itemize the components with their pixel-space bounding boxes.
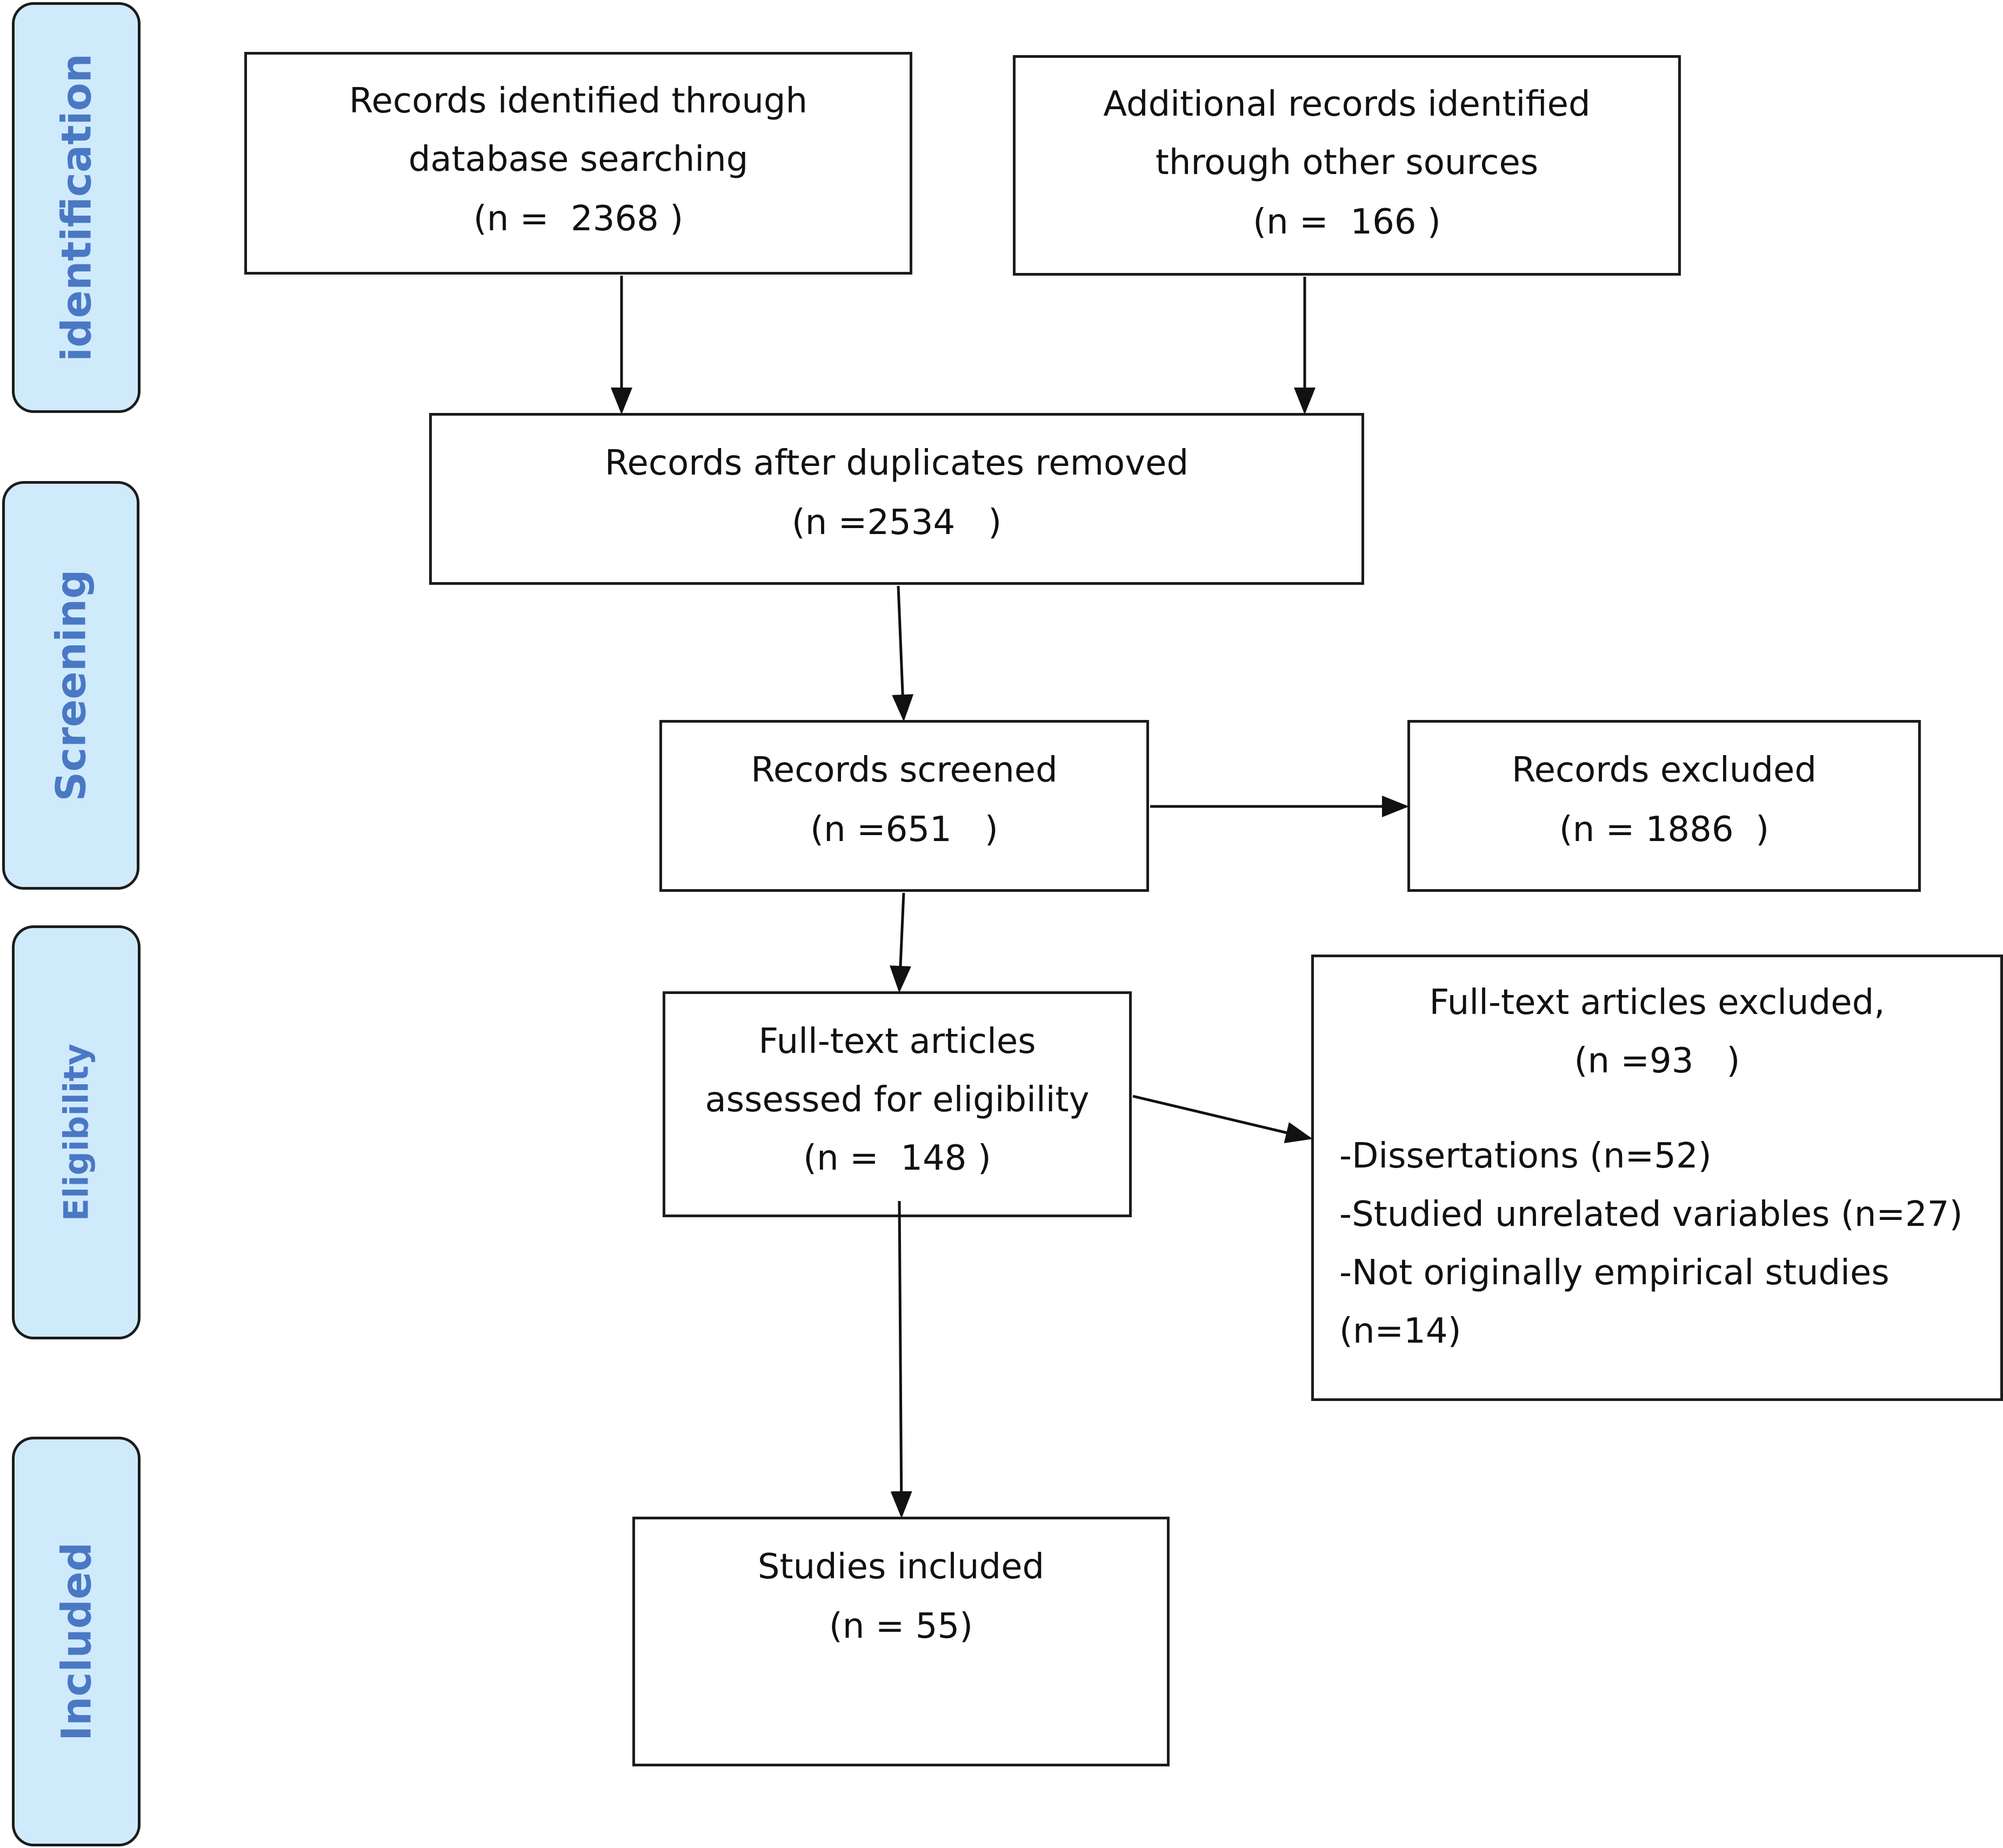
box-duplicates-removed-text: Records after duplicates removed (n =253…	[429, 413, 1364, 585]
fulltext-assessed-count: (n = 148 )	[803, 1138, 991, 1178]
phase-screening: Screening	[2, 481, 139, 890]
included-count: (n = 55)	[829, 1606, 973, 1646]
phase-eligibility: Eligibility	[12, 925, 141, 1339]
box-database-search	[244, 52, 912, 275]
duplicates-count: (n =2534 )	[791, 503, 1002, 543]
arrow-screened-to-fulltext	[890, 892, 911, 993]
box-fulltext-assessed	[663, 991, 1132, 1217]
included-line1: Studies included	[757, 1547, 1045, 1587]
exclusion-reason: -Studied unrelated variables (n=27)	[1339, 1195, 1963, 1235]
box-studies-included-text: Studies included (n = 55)	[632, 1517, 1170, 1766]
phase-included: Included	[12, 1437, 141, 1846]
box-fulltext-excluded-text: Full-text articles excluded, (n =93 ) -D…	[1311, 955, 2003, 1401]
fulltext-assessed-line2: assessed for eligibility	[705, 1080, 1090, 1120]
other-sources-count: (n = 166 )	[1253, 202, 1441, 242]
database-count-text: (n = 2368 )	[473, 199, 684, 239]
arrow-duplicates-to-screened	[892, 585, 914, 722]
phase-identification: identification	[12, 2, 141, 413]
excluded-count: (n = 1886 )	[1559, 810, 1770, 850]
arrow-fulltext-to-excluded	[1132, 1095, 1313, 1144]
database-line2-text: database searching	[408, 139, 749, 179]
fulltext-excluded-line1: Full-text articles excluded,	[1429, 983, 1885, 1023]
other-sources-line1: Additional records identified	[1103, 84, 1591, 124]
box-other-sources	[1013, 55, 1681, 276]
exclusion-reason: -Not originally empirical studies	[1339, 1253, 1890, 1293]
excluded-line1: Records excluded	[1512, 750, 1817, 790]
box-duplicates-removed	[429, 413, 1364, 585]
box-records-excluded-text: Records excluded (n = 1886 )	[1407, 720, 1921, 892]
database-line1-text: Records identified through	[349, 81, 808, 121]
box-records-screened-text: Records screened (n =651 )	[659, 720, 1149, 892]
fulltext-excluded-count: (n =93 )	[1574, 1041, 1740, 1081]
other-sources-line2: through other sources	[1155, 143, 1539, 183]
box-fulltext-excluded	[1311, 955, 2003, 1401]
box-other-sources-text: Additional records identified through ot…	[1013, 55, 1681, 276]
box-studies-included	[632, 1517, 1170, 1766]
exclusion-reason: -Dissertations (n=52)	[1339, 1136, 1712, 1176]
box-database-search-text: Records identified through database sear…	[244, 52, 912, 275]
screened-count: (n =651 )	[810, 810, 998, 850]
box-fulltext-assessed-text: Full-text articles assessed for eligibil…	[663, 991, 1132, 1217]
exclusion-reason: (n=14)	[1339, 1311, 1461, 1351]
duplicates-line1: Records after duplicates removed	[604, 443, 1189, 483]
fulltext-assessed-line1: Full-text articles	[758, 1022, 1036, 1062]
arrow-fulltext-to-included	[890, 1200, 912, 1518]
screened-line1: Records screened	[751, 750, 1058, 790]
